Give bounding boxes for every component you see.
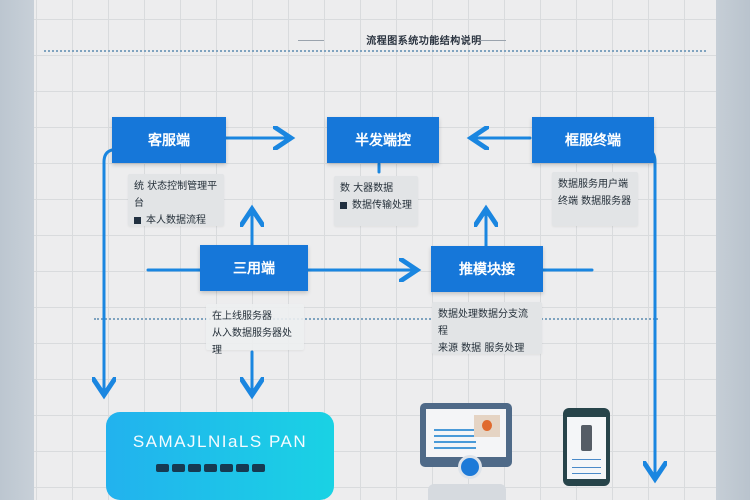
middle-dotted-separator	[94, 318, 658, 320]
text-line	[434, 441, 476, 443]
key-icon	[156, 464, 169, 472]
key-icon	[204, 464, 217, 472]
node-1-label: 客服端	[148, 133, 190, 149]
node-2-label: 半发端控	[355, 133, 411, 149]
note-line: 本人数据流程	[146, 215, 206, 226]
device-image-icon	[581, 425, 592, 451]
banner-panel[interactable]: SAMAJLNIaLS PAN	[106, 412, 334, 500]
key-icon	[188, 464, 201, 472]
node-3[interactable]: 框服终端	[532, 117, 654, 163]
note-node-2: 数 大器数据 数据传输处理	[334, 176, 418, 226]
image-thumbnail-icon	[474, 415, 500, 437]
text-line	[434, 447, 476, 449]
bullet-square-icon	[134, 216, 141, 224]
note-line: 来源 数据 服务处理	[438, 343, 525, 354]
header-dotted-separator	[44, 50, 706, 52]
note-line: 数据传输处理	[352, 200, 412, 211]
node-3-label: 框服终端	[565, 133, 621, 149]
monitor-screen	[426, 409, 506, 457]
phone-icon	[563, 408, 610, 486]
node-2[interactable]: 半发端控	[327, 117, 439, 163]
monitor-stand	[428, 484, 506, 500]
key-icon	[236, 464, 249, 472]
note-node-4: 在上线服务器 从入数据服务器处理	[206, 304, 304, 356]
node-5[interactable]: 推模块接	[431, 246, 543, 292]
text-line	[434, 435, 476, 437]
text-line	[434, 429, 476, 431]
power-button-icon	[458, 455, 482, 479]
note-line: 终端 数据服务器	[558, 196, 632, 207]
banner-key-row	[156, 464, 265, 472]
node-5-label: 推模块接	[459, 262, 515, 278]
title-rule-right	[480, 40, 506, 41]
note-line: 数据服务用户端	[558, 179, 628, 190]
title-rule-left	[298, 40, 324, 41]
note-line: 从入数据服务器处理	[212, 328, 292, 356]
key-icon	[172, 464, 185, 472]
note-line: 统 状态控制管理平台	[134, 181, 218, 209]
banner-title: SAMAJLNIaLS PAN	[132, 432, 308, 451]
monitor-icon	[420, 403, 512, 479]
note-line: 在上线服务器	[212, 311, 272, 322]
note-node-3: 数据服务用户端 终端 数据服务器	[552, 172, 638, 226]
node-4-label: 三用端	[233, 261, 275, 277]
note-node-1: 统 状态控制管理平台 本人数据流程	[128, 174, 224, 226]
node-1[interactable]: 客服端	[112, 117, 226, 163]
note-line: 数 大器数据	[340, 183, 394, 194]
key-icon	[220, 464, 233, 472]
text-line	[572, 467, 601, 468]
bullet-square-icon	[340, 201, 347, 209]
note-node-5: 数据处理数据分支流程 来源 数据 服务处理	[432, 302, 542, 354]
key-icon	[252, 464, 265, 472]
text-line	[572, 473, 601, 474]
phone-screen	[567, 417, 606, 479]
diagram-title: 流程图系统功能结构说明	[366, 36, 482, 47]
note-line: 数据处理数据分支流程	[438, 309, 528, 337]
node-4[interactable]: 三用端	[200, 245, 308, 291]
text-line	[572, 459, 601, 460]
